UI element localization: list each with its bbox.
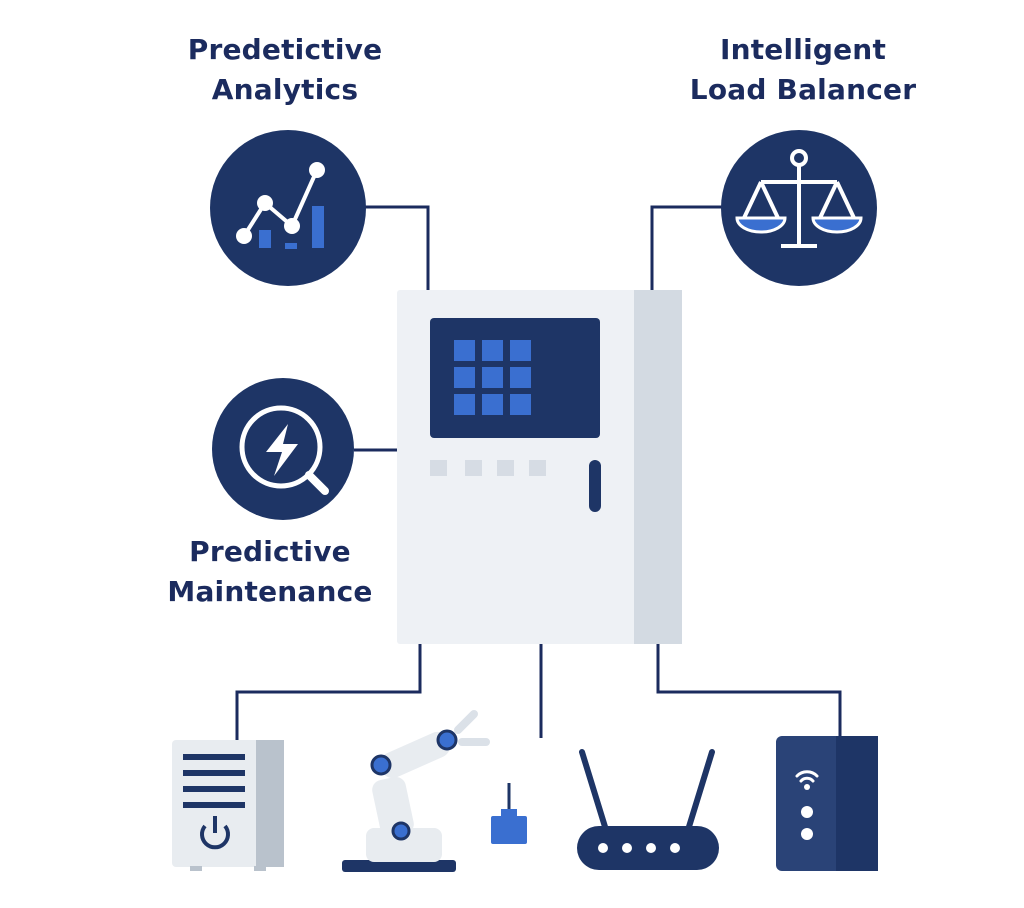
label-predictive-analytics: Predetictive Analytics <box>160 30 410 110</box>
sensor-icon <box>491 783 527 844</box>
connector-device-5 <box>656 643 842 740</box>
wireless-hub-icon <box>776 736 878 871</box>
label-load-balancer-line1: Intelligent <box>719 33 887 66</box>
power-supply-unit-icon <box>172 740 284 871</box>
connector-lines <box>235 205 842 740</box>
label-predictive-maintenance-line1: Predictive <box>189 535 351 568</box>
line-chart-icon <box>210 130 366 286</box>
label-predictive-maintenance-line2: Maintenance <box>167 575 373 608</box>
label-predictive-analytics-line1: Predetictive <box>187 33 383 66</box>
label-predictive-maintenance: Predictive Maintenance <box>150 532 390 612</box>
connector-device-1 <box>235 643 422 740</box>
magnifier-lightning-icon <box>212 378 354 520</box>
label-load-balancer-line2: Load Balancer <box>689 73 917 106</box>
wifi-router-icon <box>577 749 719 870</box>
connector-analytics <box>360 205 430 290</box>
connector-balancer <box>650 205 722 290</box>
label-load-balancer: Intelligent Load Balancer <box>668 30 938 110</box>
balance-scale-icon <box>721 130 877 286</box>
label-predictive-analytics-line2: Analytics <box>211 73 359 106</box>
control-cabinet-icon <box>397 290 682 644</box>
robotic-arm-icon <box>342 710 490 872</box>
